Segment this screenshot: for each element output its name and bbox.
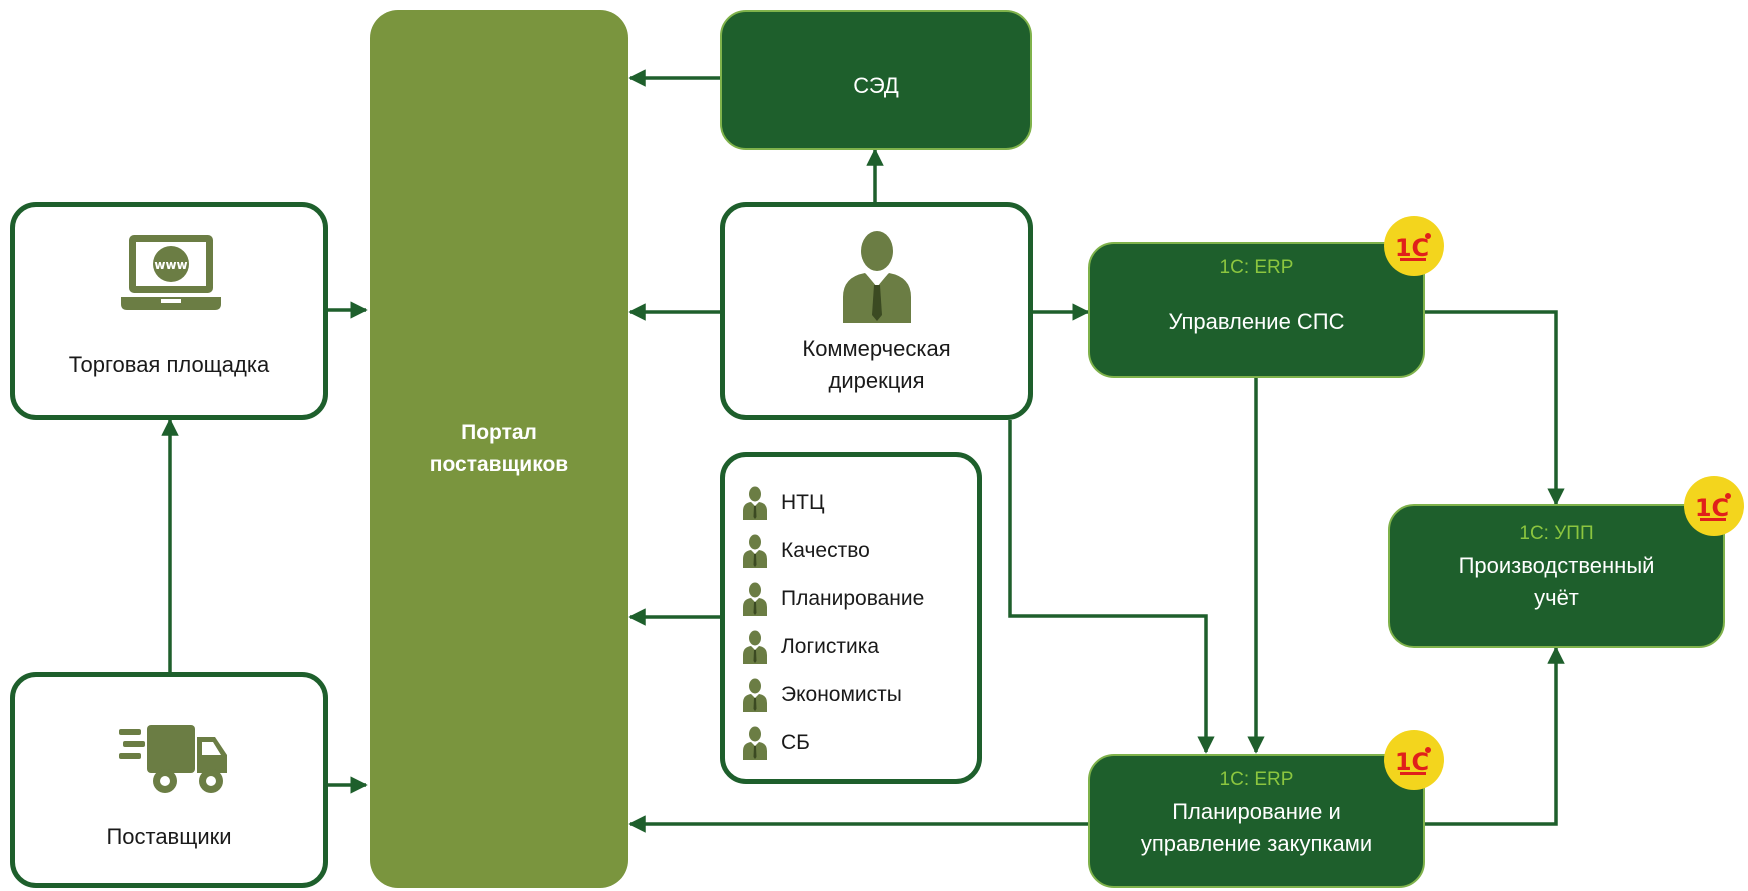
portal-title: Портал поставщиков [429,421,569,476]
edms-block: СЭД [720,10,1032,150]
erp-purchasing-block: 1С: ERP Планирование и управление закупк… [1088,754,1425,888]
role-label: НТЦ [781,491,825,514]
1c-logo-badge-erp-sps: 1С [1384,216,1444,276]
arrow-erp-sps-to-upp [1425,310,1565,506]
1c-logo-icon: 1С [1395,747,1431,776]
role-label: Экономисты [781,683,902,706]
edms-label: СЭД [853,73,899,98]
person-icon [743,534,767,568]
commercial-label: Коммерческая дирекция [802,336,951,393]
commercial-directorate-block: Коммерческая дирекция [720,202,1033,420]
delivery-truck-icon [119,725,227,793]
www-laptop-icon: www [121,235,221,310]
upp-system-label: 1С: УПП [1519,523,1594,544]
erp-purchasing-label: Планирование и управление закупками [1140,799,1373,856]
erp-sps-block: 1С: ERP Управление СПС [1088,242,1425,378]
role-label: Качество [781,539,870,562]
roles-block: НТЦ Качество Планирование Логистика Экон… [720,452,982,784]
businessman-icon [843,231,911,323]
marketplace-label: Торговая площадка [68,352,270,377]
svg-text:1С: 1С [1395,748,1429,776]
upp-block: 1С: УПП Производственный учёт [1388,504,1725,648]
person-icon [743,486,767,520]
role-label: Планирование [781,587,925,610]
list-item: Экономисты [743,671,924,719]
person-icon [743,582,767,616]
list-item: Логистика [743,623,924,671]
supplier-portal-block: Портал поставщиков [370,10,628,888]
1c-logo-badge-upp: 1С [1684,476,1744,536]
upp-label: Производственный учёт [1458,553,1655,610]
1c-logo-icon: 1С [1395,233,1431,262]
list-item: Качество [743,527,924,575]
list-item: НТЦ [743,479,924,527]
svg-text:www: www [154,258,187,272]
person-icon [743,726,767,760]
list-item: СБ [743,719,924,767]
suppliers-block: Поставщики [10,672,328,888]
list-item: Планирование [743,575,924,623]
marketplace-block: www Торговая площадка [10,202,328,420]
1c-logo-badge-erp-purchasing: 1С [1384,730,1444,790]
person-icon [743,678,767,712]
arrow-erp-purchasing-to-upp [1425,646,1565,826]
role-label: СБ [781,731,810,754]
svg-text:1С: 1С [1395,234,1429,262]
erp-purchasing-system-label: 1С: ERP [1219,769,1294,790]
roles-list: НТЦ Качество Планирование Логистика Экон… [743,479,924,767]
svg-text:1С: 1С [1695,494,1729,522]
suppliers-label: Поставщики [106,824,232,849]
erp-sps-label: Управление СПС [1168,309,1345,334]
1c-logo-icon: 1С [1695,493,1731,522]
arrow-commercial-to-erp-purchasing [1008,420,1215,754]
person-icon [743,630,767,664]
role-label: Логистика [781,635,880,658]
erp-sps-system-label: 1С: ERP [1219,257,1294,278]
